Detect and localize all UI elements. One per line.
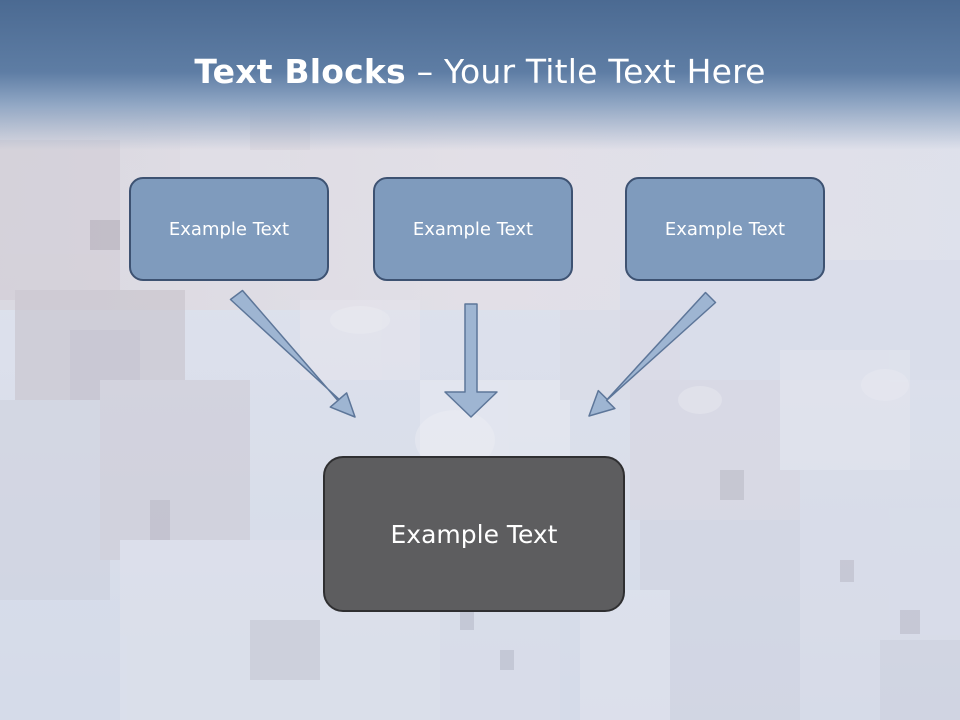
title-band	[0, 0, 960, 150]
text-block-center[interactable]: Example Text	[373, 177, 573, 281]
slide-title: Text Blocks – Your Title Text Here	[0, 52, 960, 91]
text-block-main-label: Example Text	[390, 519, 558, 549]
text-block-left-label: Example Text	[168, 218, 290, 240]
arrow-center-down	[444, 303, 498, 418]
arrow-left-down-right	[229, 289, 356, 418]
arrow-right-down-left	[588, 291, 717, 417]
title-bold-part: Text Blocks	[194, 52, 406, 91]
title-dash: –	[405, 52, 444, 91]
text-block-left[interactable]: Example Text	[129, 177, 329, 281]
text-block-right[interactable]: Example Text	[625, 177, 825, 281]
text-block-main[interactable]: Example Text	[323, 456, 625, 612]
text-block-center-label: Example Text	[412, 218, 534, 240]
text-block-right-label: Example Text	[664, 218, 786, 240]
title-rest: Your Title Text Here	[443, 52, 766, 91]
